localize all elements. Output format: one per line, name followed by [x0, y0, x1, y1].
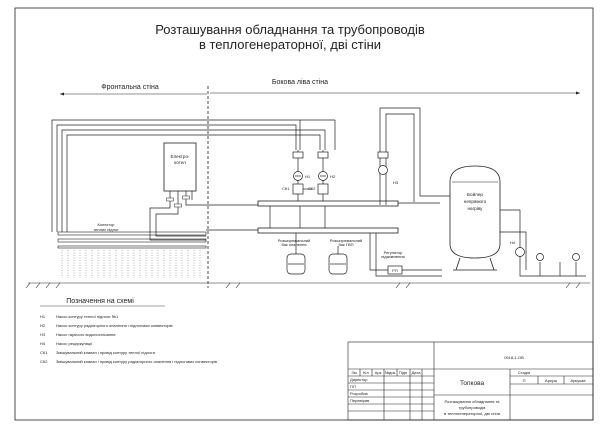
rp-label: РП	[392, 268, 398, 273]
tb-role: Директор	[350, 377, 368, 382]
tb-stage: П	[523, 378, 526, 383]
legend-text: Змішувальний клапан і привід контуру теп…	[56, 350, 155, 355]
legend-list: Н1 Насос контуру теплої підлоги №1 Н2 На…	[40, 314, 217, 364]
exp-heating-label-2: бак опалення	[281, 242, 306, 247]
regulator-label-1: Регулятор	[384, 250, 404, 255]
tb-sheet-title-2: трубопроводів	[459, 405, 486, 410]
floor-loops	[61, 250, 201, 278]
tb-sheet-header: Аркуш	[545, 378, 557, 383]
tb-stage-header: Стадія	[518, 370, 530, 375]
tank-label-3: нагріву	[468, 206, 484, 211]
tb-header-cell: №док	[385, 370, 396, 375]
title-block	[347, 341, 594, 421]
diagram-title-line-2: в теплогенераторної, дві стіни	[199, 37, 381, 52]
expansion-tank-heating	[286, 233, 306, 275]
floor-line	[25, 282, 590, 289]
boiler-label-1: Електро-	[170, 154, 190, 159]
regulator-label-2: підживлення	[381, 254, 404, 259]
tb-header-cell: Підп	[399, 370, 407, 375]
tb-header-cell: Арк	[375, 370, 382, 375]
exp-dhw-label-2: бак ГВП	[339, 242, 354, 247]
pump-h1-group	[292, 150, 312, 201]
boiler-valves	[166, 195, 190, 208]
front-wall-label: Фронтальна стіна	[101, 83, 159, 91]
legend-code: СК2	[40, 359, 48, 364]
expansion-tank-dhw	[328, 246, 348, 275]
pump-h4-label: Н4	[510, 240, 516, 245]
exp-heating-label-1: Розширювальний	[278, 238, 311, 243]
tb-role: Розробив	[350, 391, 368, 396]
tb-header-cell: Дата	[412, 370, 422, 375]
makeup-regulator	[369, 233, 442, 277]
legend-code: Н2	[40, 323, 46, 328]
riser-pipes	[51, 119, 336, 232]
tb-header-cell: Кіл	[363, 370, 369, 375]
tank-label-1: Бойлер	[467, 191, 483, 197]
collector-label-2: теплих підлог	[93, 227, 119, 232]
dhw-tank	[449, 165, 501, 271]
pump-h2-group	[317, 150, 329, 201]
legend-heading: Позначення на схемі	[66, 297, 134, 305]
valve-sk1-label: СК1	[282, 186, 290, 191]
tb-role: Перевірив	[350, 398, 369, 403]
pump-h4-group	[500, 209, 586, 277]
manifold-links	[206, 202, 440, 231]
valve-sk2-label: СК2	[308, 186, 316, 191]
wall-markers	[60, 86, 580, 288]
tb-header-cell: Зм	[351, 370, 356, 375]
hydraulic-manifold	[257, 200, 399, 234]
tb-sheets-header: Аркушів	[571, 378, 586, 383]
legend-text: Насос контуру радіаторного опалення і пі…	[56, 323, 173, 328]
legend-code: Н1	[40, 314, 46, 319]
collector-label-1: Колектор	[97, 222, 115, 227]
tb-role: ГІП	[350, 384, 356, 389]
sheet-frame	[14, 7, 594, 421]
legend-text: Насос рециркуляції	[56, 341, 93, 346]
project-code: 0918-1-ОВ	[504, 355, 524, 360]
electric-boiler	[163, 142, 197, 192]
legend-code: Н4	[40, 341, 46, 346]
pump-h1-label: Н1	[305, 174, 311, 179]
tb-sheet-title-3: в теплогенераторної, дві стіни	[444, 411, 500, 416]
diagram-title-line-1: Розташування обладнання та трубопроводів	[155, 22, 425, 37]
tb-org: Топкова	[460, 380, 485, 387]
exp-dhw-label-1: Розширювальний	[330, 238, 363, 243]
pump-h3-label: Н3	[393, 180, 399, 185]
legend-text: Насос контуру теплої підлоги №1	[56, 314, 119, 319]
legend-text: Змішувальний клапан і привід контуру рад…	[56, 359, 217, 364]
pump-h2-label: Н2	[330, 174, 336, 179]
boiler-label-2: котел	[174, 160, 186, 165]
legend-code: СК1	[40, 350, 48, 355]
legend-text: Насос гарячого водопостачання	[56, 332, 115, 337]
tb-sheet-title-1: Розташування обладнання та	[444, 399, 500, 404]
side-wall-label: Бокова ліва стіна	[272, 78, 328, 86]
pump-h3-group	[377, 107, 450, 205]
legend-code: Н3	[40, 332, 46, 337]
floor-collector	[57, 231, 207, 249]
tank-label-2: непрямого	[464, 199, 487, 204]
